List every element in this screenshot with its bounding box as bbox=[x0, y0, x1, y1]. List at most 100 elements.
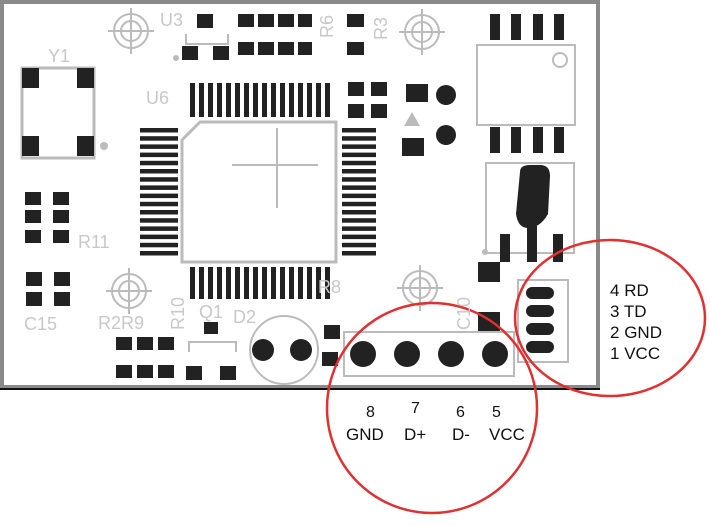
pin-number: 3 bbox=[610, 302, 620, 321]
qfp-pad bbox=[199, 267, 204, 299]
qfp-pad bbox=[298, 83, 303, 117]
pin-number: 4 bbox=[610, 281, 620, 300]
qfp-pad bbox=[307, 83, 312, 117]
pin-name: TD bbox=[623, 302, 647, 321]
qfp-pad bbox=[325, 267, 330, 299]
label-r6: R6 bbox=[317, 15, 337, 38]
bottom-pin-number-5: 5 bbox=[492, 404, 501, 421]
c15-capacitor bbox=[26, 272, 70, 306]
qfp-pad bbox=[208, 267, 213, 299]
qfp-pad bbox=[140, 152, 178, 158]
qfp-pad bbox=[342, 226, 376, 231]
right-pin-label-3: 3 TD bbox=[610, 302, 647, 322]
qfp-pad bbox=[342, 177, 376, 182]
mounting-hole-top-left bbox=[108, 8, 154, 54]
qfp-pad bbox=[342, 201, 376, 207]
right-pin-label-4: 4 RD bbox=[610, 281, 649, 301]
bottom-connector-callout bbox=[325, 301, 539, 515]
qfp-pad bbox=[262, 83, 267, 117]
qfp-pad bbox=[226, 267, 231, 299]
qfp-pad bbox=[262, 267, 267, 299]
label-r11: R11 bbox=[78, 232, 110, 252]
mounting-hole-top-right bbox=[399, 9, 445, 55]
qfp-pad bbox=[271, 83, 276, 117]
pin-number: 1 bbox=[610, 344, 620, 363]
r11-resistors bbox=[25, 192, 69, 243]
q1-outline bbox=[188, 341, 237, 352]
d2-diode bbox=[249, 315, 319, 385]
qfp-pad bbox=[190, 83, 195, 117]
y1-crystal bbox=[20, 66, 108, 160]
qfp-pad bbox=[253, 267, 258, 299]
qfp-pad bbox=[140, 144, 178, 149]
bottom-pin-name-8: GND bbox=[346, 425, 384, 444]
label-r3: R3 bbox=[371, 17, 391, 40]
qfp-pad bbox=[316, 83, 321, 117]
qfp-pad bbox=[235, 83, 240, 117]
qfp-pad bbox=[244, 83, 249, 117]
mounting-hole-bottom-left bbox=[106, 268, 152, 314]
label-r8: R8 bbox=[318, 277, 341, 297]
label-c10: C10 bbox=[454, 297, 474, 330]
qfp-pad bbox=[140, 251, 178, 256]
bottom-pin-name-7: D+ bbox=[404, 425, 427, 444]
qfp-pad bbox=[140, 234, 178, 240]
pin-name: GND bbox=[624, 323, 662, 342]
bottom-pin-name-6: D- bbox=[452, 425, 470, 444]
u6-main-chip bbox=[140, 83, 376, 299]
qfp-pad bbox=[342, 251, 376, 256]
qfp-pad bbox=[342, 242, 376, 248]
label-r2r9: R2R9 bbox=[98, 313, 144, 333]
label-c15: C15 bbox=[24, 314, 57, 334]
qfp-pad bbox=[140, 160, 178, 166]
qfp-pad bbox=[342, 136, 376, 141]
bottom-pin-name-5: VCC bbox=[489, 425, 525, 444]
pin-name: RD bbox=[624, 281, 649, 300]
qfp-pad bbox=[140, 210, 178, 215]
qfp-pad bbox=[342, 185, 376, 190]
qfp-pad bbox=[244, 267, 249, 299]
qfp-pad bbox=[271, 267, 276, 299]
bottom-pin-number-7: 7 bbox=[411, 400, 420, 417]
qfp-pad bbox=[140, 136, 178, 141]
top-right-ic bbox=[476, 14, 576, 153]
label-d2: D2 bbox=[233, 307, 256, 327]
qfp-pad bbox=[289, 83, 294, 117]
r6-resistor-array bbox=[238, 14, 312, 55]
label-u3: U3 bbox=[160, 10, 183, 30]
qfp-pad bbox=[342, 234, 376, 240]
qfp-pad bbox=[307, 267, 312, 299]
bottom-pin-number-6: 6 bbox=[456, 404, 465, 421]
right-connector-callout bbox=[513, 238, 707, 398]
qfp-pad bbox=[140, 193, 178, 199]
right-pin-label-2: 2 GND bbox=[610, 323, 662, 343]
right-pin-label-1: 1 VCC bbox=[610, 344, 660, 364]
c10-pads bbox=[322, 262, 500, 366]
qfp-pad bbox=[226, 83, 231, 117]
label-y1: Y1 bbox=[48, 46, 70, 66]
qfp-pad bbox=[342, 169, 376, 174]
bottom-connector bbox=[343, 331, 515, 377]
qfp-pad bbox=[140, 169, 178, 174]
bottom-left-parts bbox=[116, 322, 236, 380]
qfp-pad bbox=[140, 128, 178, 133]
qfp-pad bbox=[298, 267, 303, 299]
qfp-pad bbox=[342, 193, 376, 199]
qfp-pad bbox=[235, 267, 240, 299]
qfp-pad bbox=[342, 160, 376, 166]
qfp-pad bbox=[253, 83, 258, 117]
r3-resistor bbox=[347, 14, 364, 55]
qfp-pad bbox=[140, 201, 178, 207]
qfp-pad bbox=[316, 267, 321, 299]
pin-name: VCC bbox=[624, 344, 661, 363]
qfp-pad bbox=[199, 83, 204, 117]
label-u6: U6 bbox=[146, 88, 169, 108]
qfp-pad bbox=[140, 185, 178, 190]
qfp-pad bbox=[140, 177, 178, 182]
to92-part bbox=[482, 162, 575, 262]
qfp-pad bbox=[217, 267, 222, 299]
qfp-pad bbox=[140, 242, 178, 248]
qfp-pad bbox=[342, 210, 376, 215]
